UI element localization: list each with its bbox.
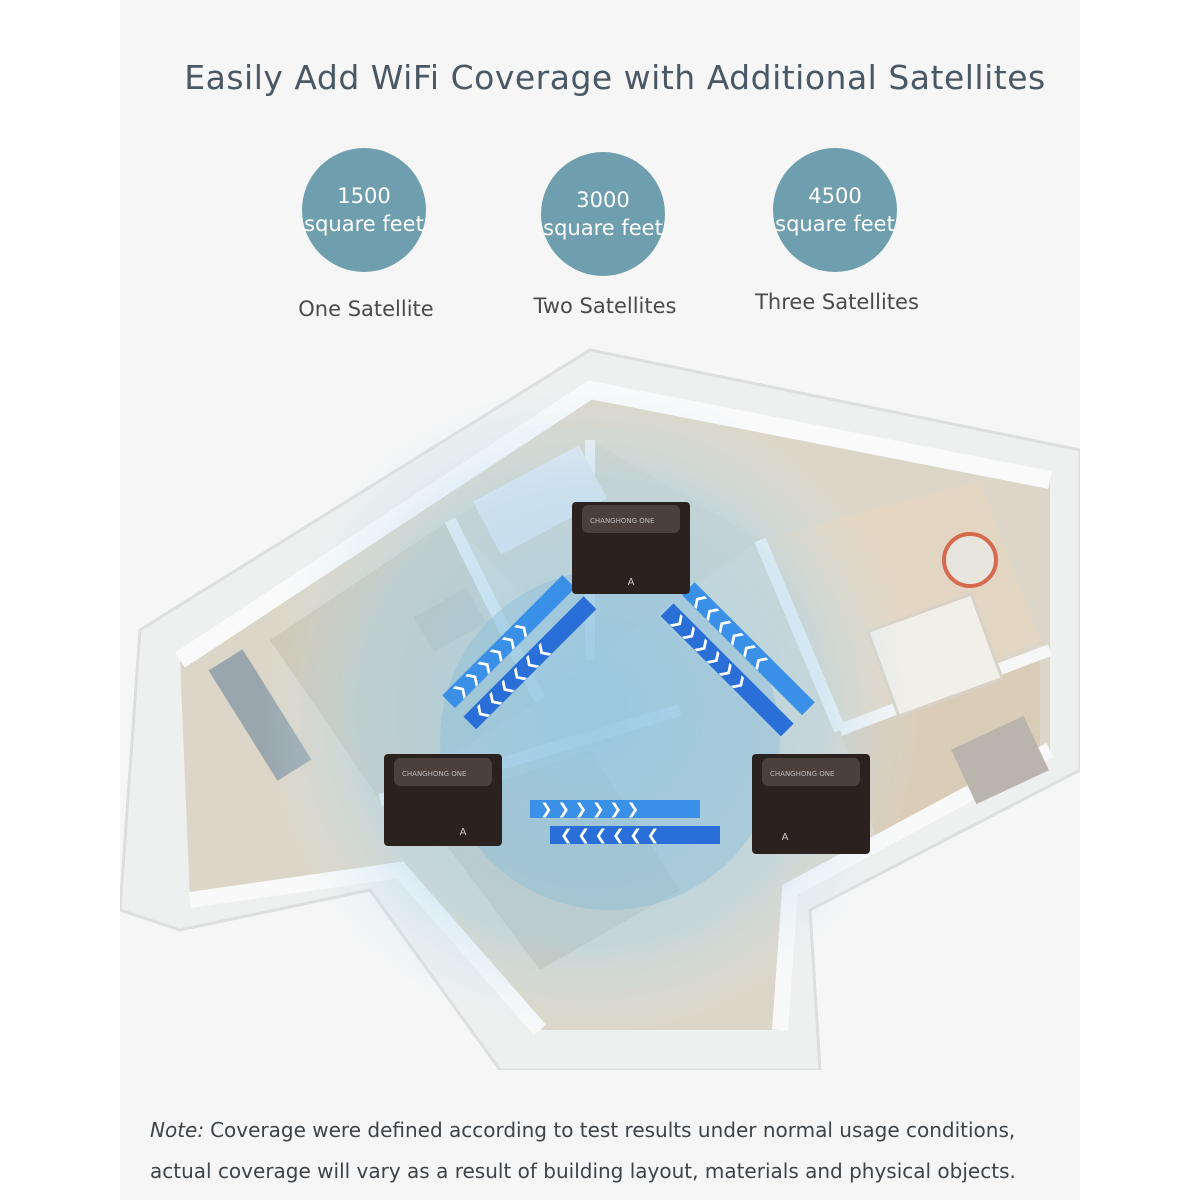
coverage-label-three: Three Satellites bbox=[755, 290, 919, 314]
coverage-unit: square feet bbox=[543, 216, 663, 240]
svg-text:❮ ❮ ❮ ❮ ❮ ❮: ❮ ❮ ❮ ❮ ❮ ❮ bbox=[560, 826, 659, 844]
coverage-label-one: One Satellite bbox=[298, 297, 434, 321]
note-line-1: Note:Coverage were defined according to … bbox=[150, 1110, 1070, 1151]
svg-text:A: A bbox=[782, 832, 789, 843]
coverage-area: 4500 bbox=[808, 184, 862, 208]
svg-text:❯ ❯ ❯ ❯ ❯ ❯: ❯ ❯ ❯ ❯ ❯ ❯ bbox=[540, 800, 639, 818]
coverage-glow bbox=[260, 380, 920, 1040]
note-prefix: Note: bbox=[150, 1118, 205, 1142]
svg-text:A: A bbox=[628, 577, 635, 588]
coverage-unit: square feet bbox=[775, 212, 895, 236]
router-brand-label: CHANGHONG ONE bbox=[402, 770, 466, 778]
coverage-label-two: Two Satellites bbox=[533, 294, 677, 318]
router-right: CHANGHONG ONE A bbox=[752, 754, 870, 854]
router-brand-label: CHANGHONG ONE bbox=[590, 517, 654, 525]
coverage-area: 3000 bbox=[576, 188, 630, 212]
coverage-badge-three: 4500 square feet bbox=[773, 148, 897, 272]
coverage-badge-two: 3000 square feet bbox=[541, 152, 665, 276]
note-line-2: actual coverage will vary as a result of… bbox=[150, 1159, 1016, 1183]
router-left: CHANGHONG ONE A bbox=[384, 754, 502, 846]
floorplan-illustration: ❯ ❯ ❯ ❯ ❯ ❯ ❮ ❮ ❮ ❮ ❮ ❮ ❮ ❮ ❮ ❮ ❮ ❮ ❯ ❯ … bbox=[120, 348, 1080, 1070]
coverage-area: 1500 bbox=[337, 184, 391, 208]
router-brand-label: CHANGHONG ONE bbox=[770, 770, 834, 778]
page-title: Easily Add WiFi Coverage with Additional… bbox=[184, 58, 1046, 97]
router-top: CHANGHONG ONE A bbox=[572, 502, 690, 594]
coverage-note: Note:Coverage were defined according to … bbox=[150, 1110, 1070, 1192]
note-text-1: Coverage were defined according to test … bbox=[210, 1118, 1016, 1142]
coverage-badge-one: 1500 square feet bbox=[302, 148, 426, 272]
coverage-unit: square feet bbox=[304, 212, 424, 236]
svg-text:A: A bbox=[460, 827, 467, 838]
